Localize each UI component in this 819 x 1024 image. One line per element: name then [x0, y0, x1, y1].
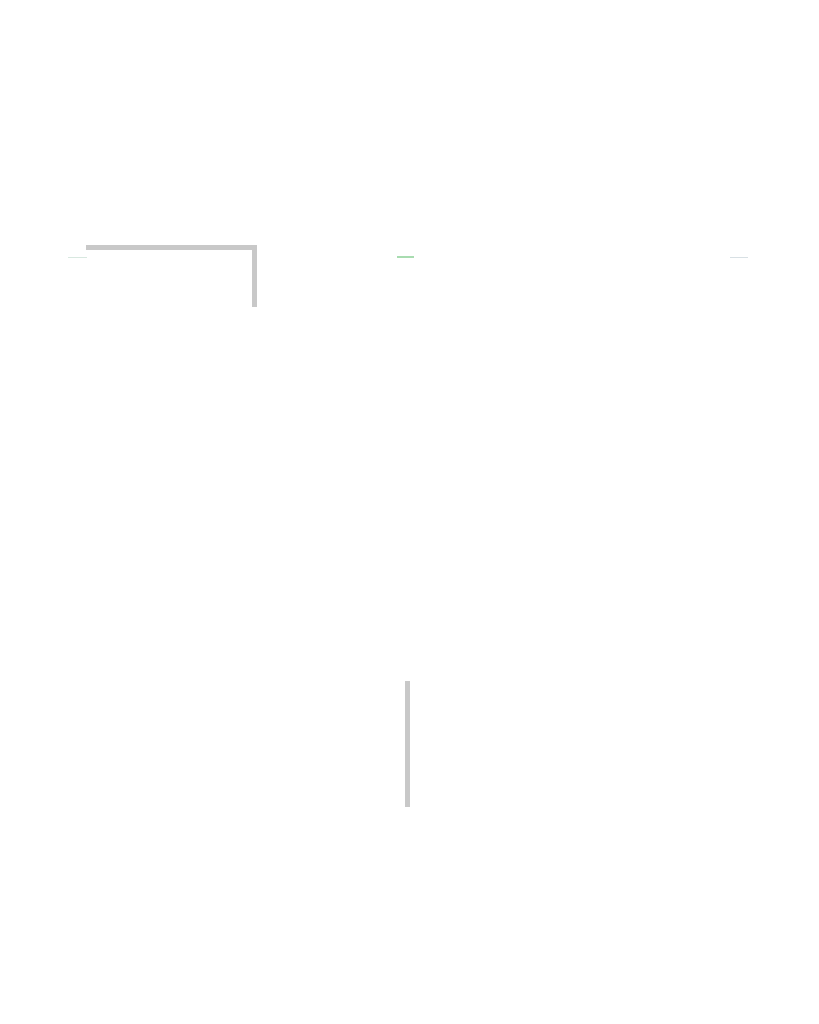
tick-mark-left: [68, 257, 87, 258]
connector-vertical-top: [252, 245, 257, 307]
connector-vertical-bottom: [405, 681, 410, 807]
tick-mark-right: [730, 257, 748, 258]
tick-mark-center: [397, 256, 414, 258]
connector-horizontal: [86, 245, 257, 250]
